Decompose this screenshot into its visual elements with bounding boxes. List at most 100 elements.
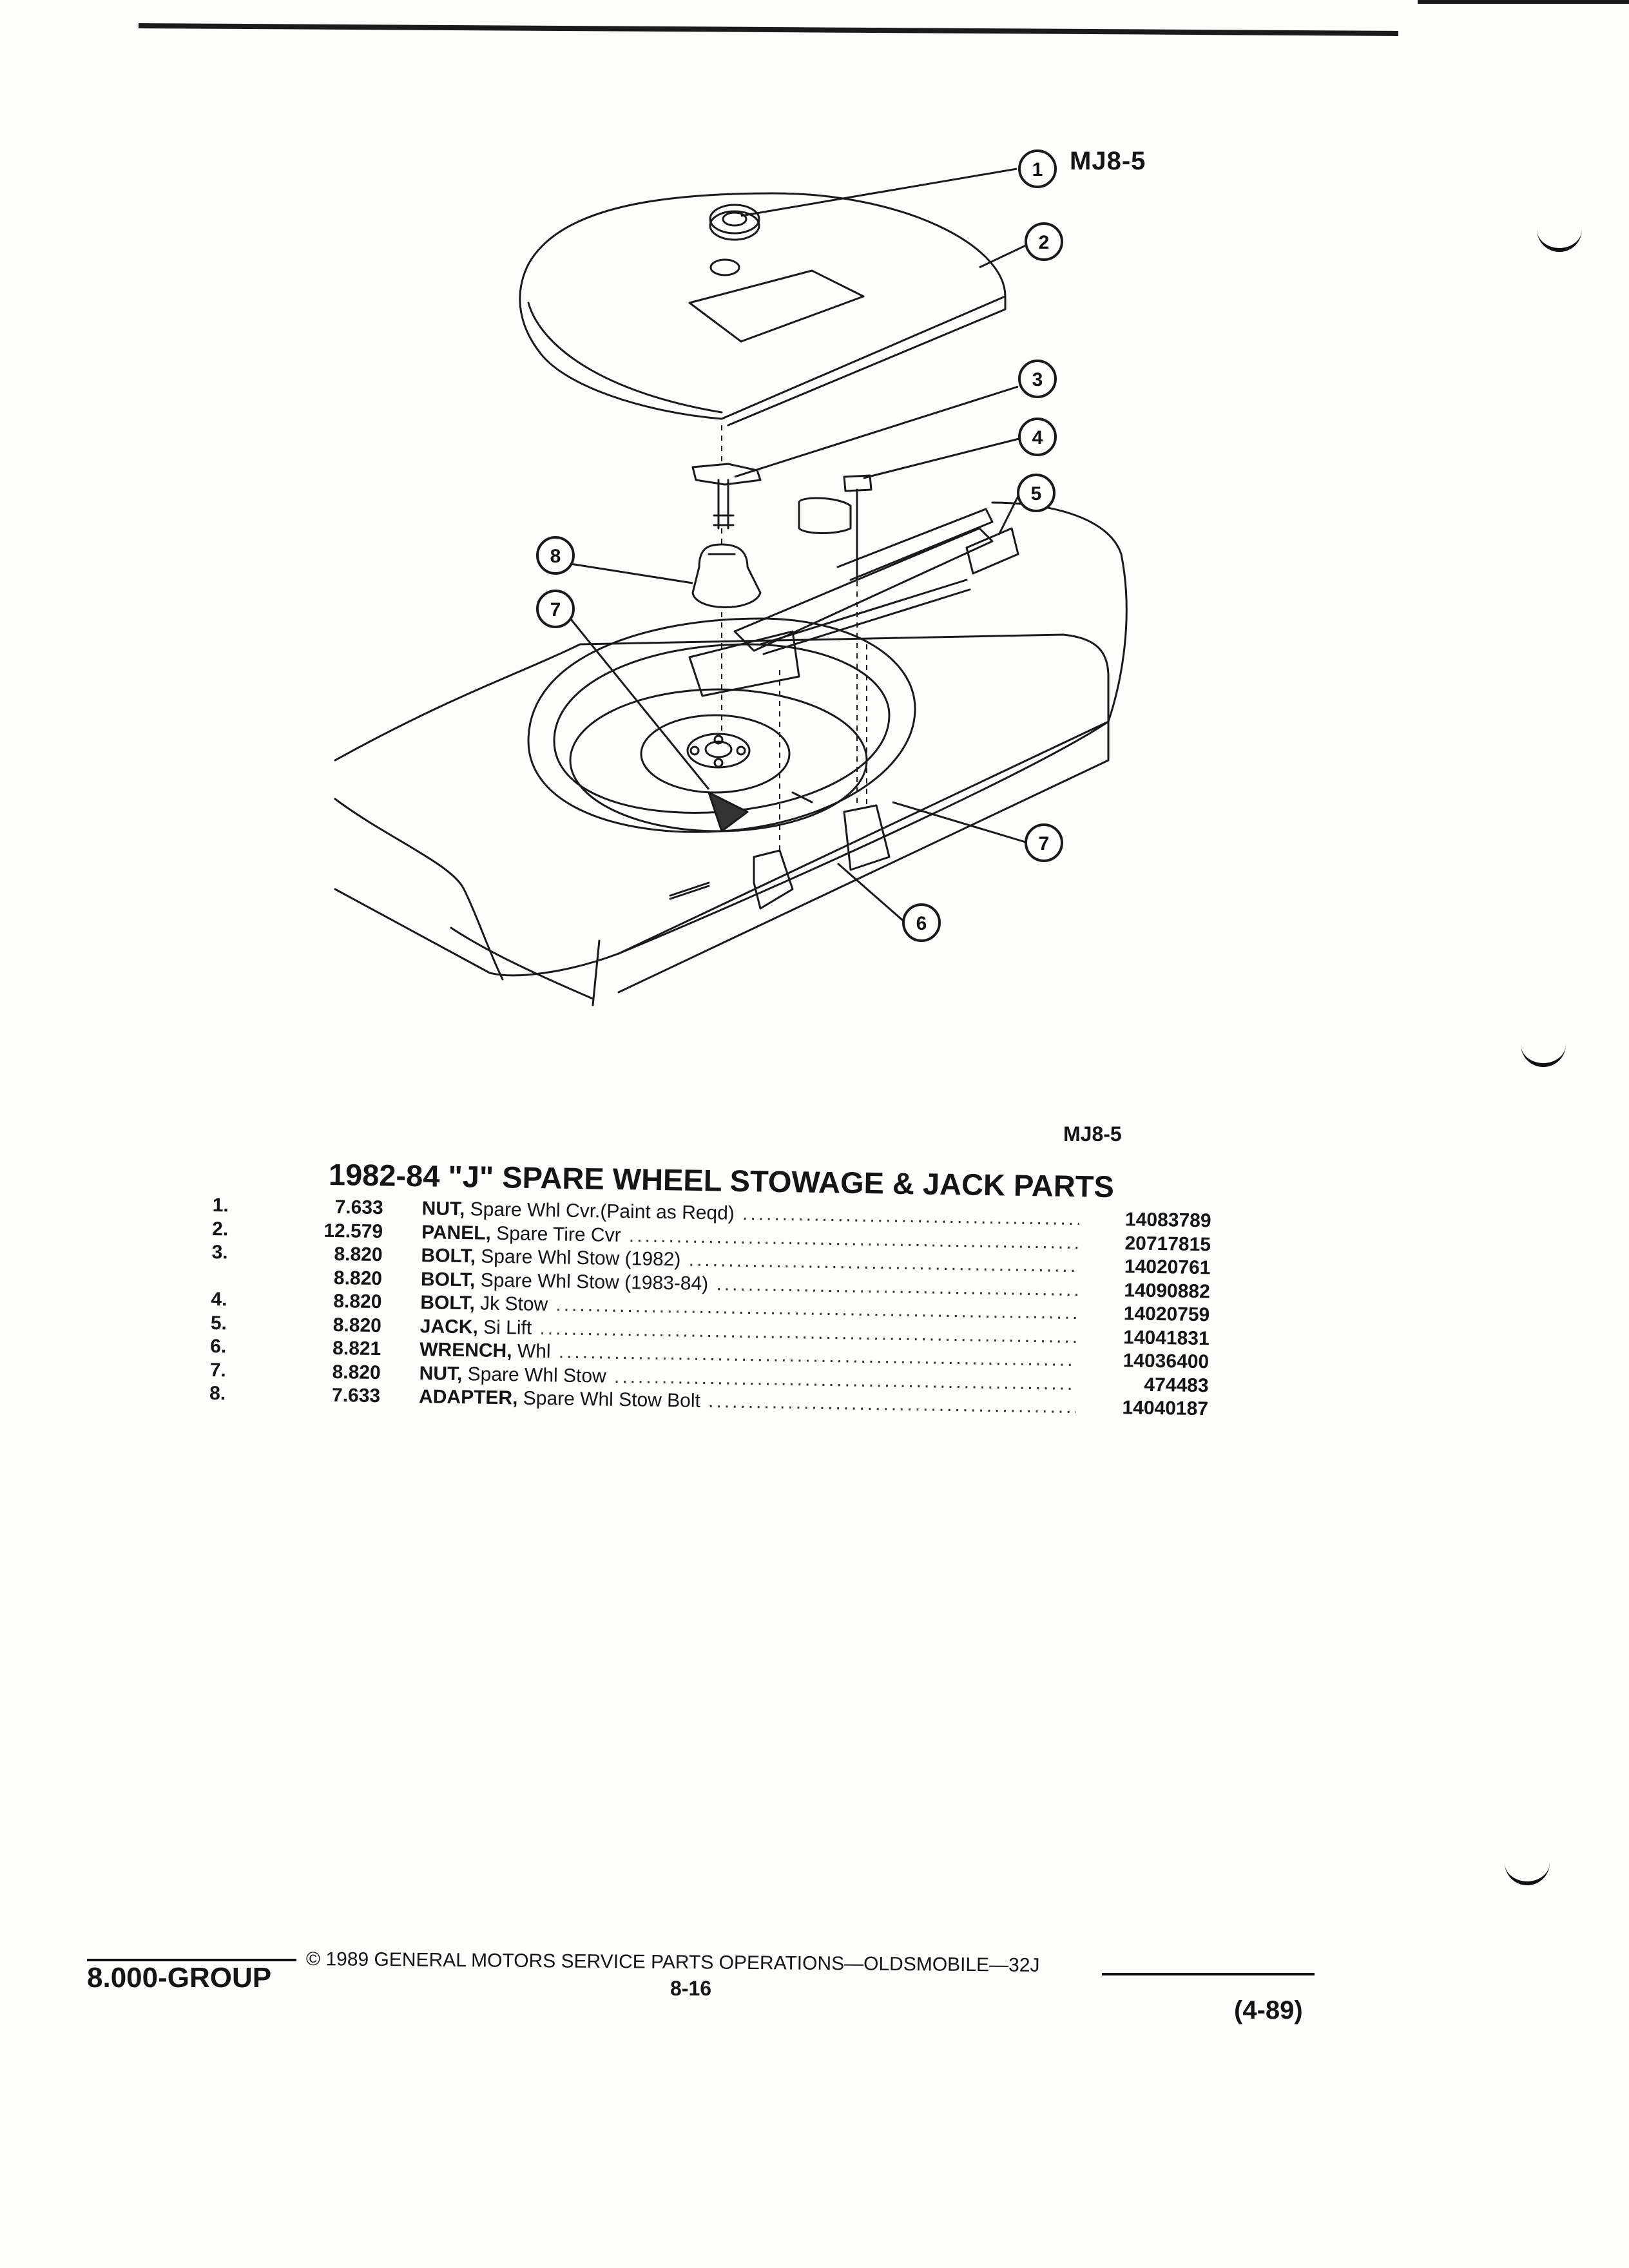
callout-circle [902,903,941,942]
group-number: 8.820 [333,1267,383,1289]
trunk-edge [450,927,594,1000]
stow-adapter [691,543,762,608]
leader-line [740,168,1017,217]
part-name: BOLT, [421,1245,476,1267]
item-number: 8. [209,1382,226,1405]
header-rule-edge [1418,0,1629,4]
jack-base [688,630,800,697]
callout-number: 1 [1032,159,1043,180]
item-number: 2. [211,1218,229,1240]
group-number: 7.633 [334,1196,383,1219]
part-detail: Spare Tire Cvr [490,1222,621,1246]
spare-tire-cover-panel [519,192,1007,420]
stow-bolt-shank [713,479,735,530]
callout-circle [1018,418,1057,456]
jack-bracket-right [843,804,891,871]
group-number: 7.633 [331,1384,381,1407]
part-name: NUT, [421,1198,465,1220]
part-number: 20717815 [1124,1232,1211,1255]
leader-line [837,862,906,924]
part-name: NUT, [419,1362,463,1385]
jack-bracket-left [753,849,794,910]
jack-ratchet [965,527,1019,575]
item-number: 4. [211,1288,227,1311]
group-number: 8.820 [334,1243,383,1266]
trunk-sill [592,720,1110,1006]
part-detail: Spare Whl Stow (1983-84) [475,1269,709,1294]
tire-valve [791,791,813,803]
group-number: 8.820 [332,1361,381,1383]
callout-circle [1025,222,1063,261]
well-rim-outer [527,617,916,833]
diagram-figure-code: MJ8-5 [1070,147,1146,175]
callout-number: 7 [550,599,561,620]
part-number: 474483 [1144,1374,1209,1396]
wheel-well-shadow [708,791,749,832]
callout-circle [1025,823,1063,862]
cover-nut [709,204,760,235]
part-name: PANEL, [421,1221,492,1244]
callout-number: 2 [1039,232,1050,253]
part-detail: Whl [512,1340,551,1363]
well-rim-inner [553,643,891,814]
callout-circle [1018,360,1057,398]
group-number: 8.821 [332,1337,381,1360]
part-number: 14020761 [1124,1256,1211,1279]
binder-mark [1505,1862,1550,1885]
binder-mark [1537,229,1582,252]
part-name: JACK, [419,1315,479,1338]
leader-line [863,437,1022,479]
part-detail: Spare Whl Stow Bolt [517,1387,701,1412]
cover-washer [709,258,740,276]
part-number: 14083789 [1124,1209,1211,1232]
part-name: ADAPTER, [418,1386,518,1409]
trunk-recess [798,497,852,534]
spare-wheel-hub [686,733,751,769]
figure-label: MJ8-5 [1063,1122,1122,1146]
part-detail: Si Lift [477,1316,532,1339]
group-number: 8.820 [333,1314,382,1336]
part-name: BOLT, [420,1268,476,1291]
callout-circle [536,536,575,575]
part-number: 14090882 [1124,1279,1211,1302]
group-number: 12.579 [323,1220,383,1242]
cover-panel-edge [527,295,1007,427]
part-number: 14020759 [1123,1303,1210,1326]
callout-circle [536,590,575,628]
footer-rule [87,1959,296,1961]
stow-bolt-head [691,463,762,486]
callout-circle [1017,474,1055,512]
leader-line [998,495,1019,535]
bumper-notch [669,881,710,900]
trunk-floor-outline [334,633,1110,977]
jack-body [733,527,994,652]
jack-arm [836,508,994,581]
group-number: 8.820 [333,1290,382,1313]
leader-dots: ........................................… [742,1202,1079,1231]
spare-wheel-center [704,740,733,758]
page-number: 8-16 [670,1977,712,2000]
cover-label-plate [688,269,865,343]
part-detail: Spare Whl Stow [462,1363,607,1387]
leader-line [570,562,693,584]
jack-screw [759,579,971,655]
callout-number: 5 [1031,483,1042,505]
part-name: WRENCH, [419,1339,512,1362]
item-number: 7. [209,1359,227,1381]
footer-rule [1102,1973,1315,1975]
item-number: 1. [212,1195,229,1216]
callout-number: 3 [1032,369,1043,390]
leader-line [734,385,1019,478]
spare-wheel-exploded-diagram: 1 2 3 4 5 6 7 7 8 [334,149,1128,1006]
part-detail: Spare Whl Stow (1982) [475,1245,681,1271]
trunk-side-left [334,798,504,981]
leader-line [979,242,1030,269]
footer-group: 8.000-GROUP [87,1962,272,1994]
callout-number: 4 [1032,427,1043,448]
callout-number: 6 [916,913,927,934]
part-detail: Jk Stow [474,1293,548,1316]
footer-copyright: © 1989 GENERAL MOTORS SERVICE PARTS OPER… [305,1948,1040,1976]
binder-mark [1521,1044,1566,1067]
